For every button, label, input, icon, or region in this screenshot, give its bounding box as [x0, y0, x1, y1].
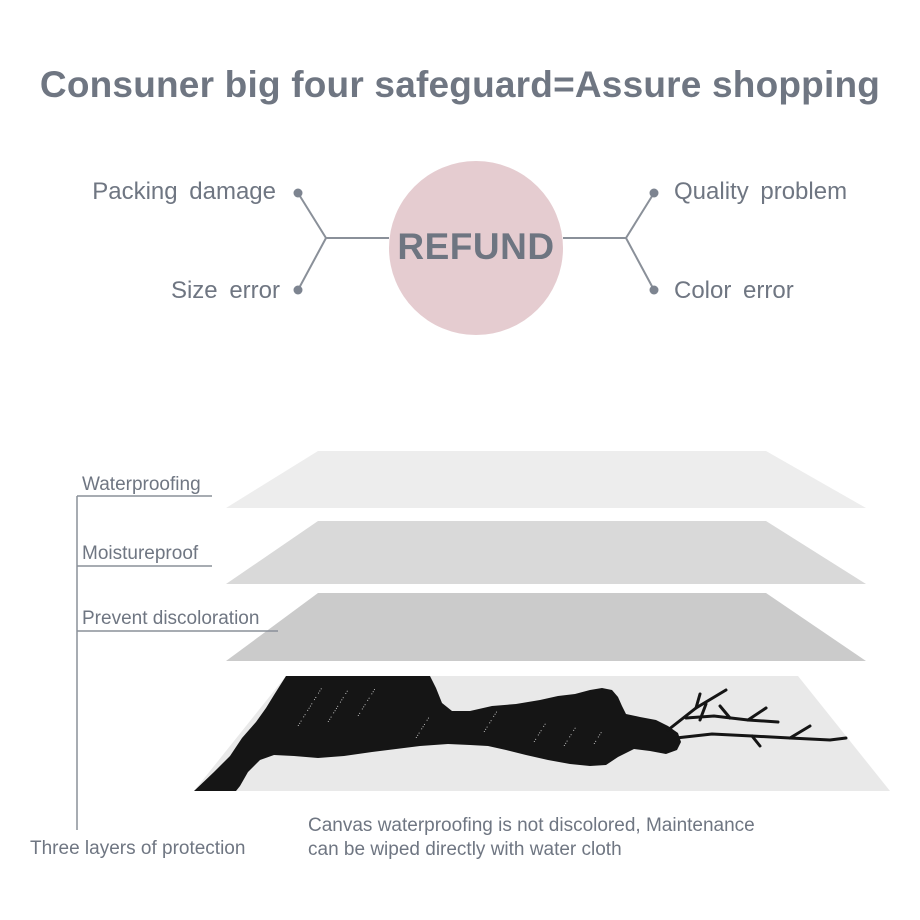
caption-line-2: can be wiped directly with water cloth [308, 839, 622, 860]
refund-label: REFUND [397, 226, 555, 267]
headline: Consuner big four safeguard=Assure shopp… [39, 64, 881, 105]
three-layers-label: Three layers of protection [30, 838, 246, 859]
color-error-label: Color error [674, 277, 794, 304]
size-error-label: Size error [170, 277, 280, 304]
waterproofing-label: Waterproofing [82, 474, 201, 495]
quality-problem-label: Quality problem [674, 178, 848, 205]
caption-line-1: Canvas waterproofing is not discolored, … [308, 815, 755, 836]
moistureproof-label: Moistureproof [82, 543, 199, 564]
packing-damage-label: Packing damage [92, 178, 276, 205]
prevent-discoloration-label: Prevent discoloration [82, 608, 260, 629]
refund-circle [389, 161, 563, 335]
